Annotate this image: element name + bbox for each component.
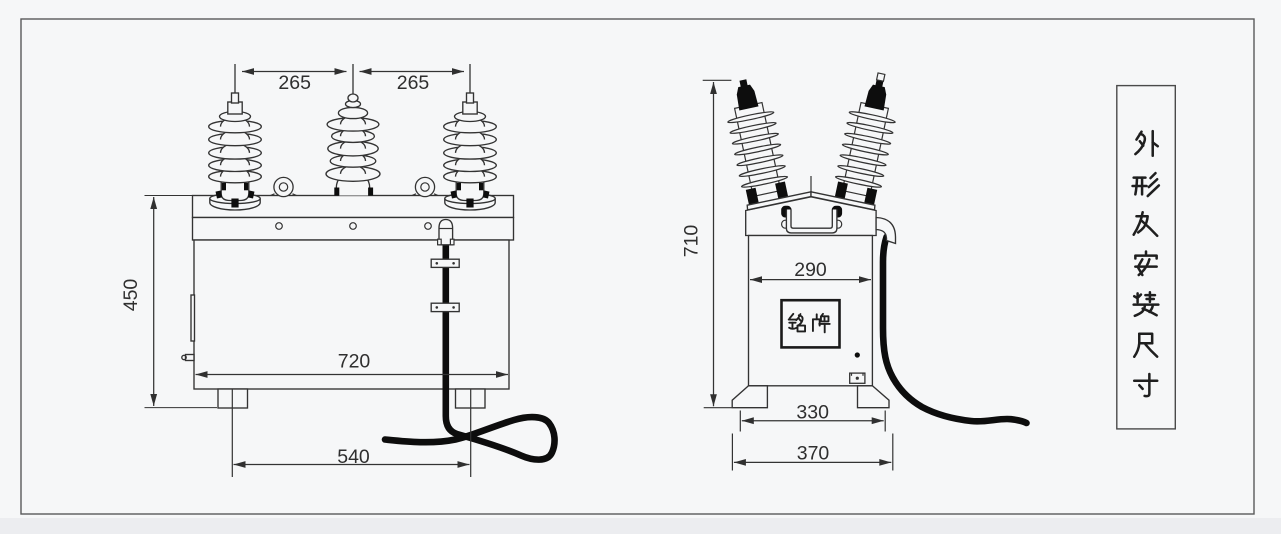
- svg-text:265: 265: [397, 72, 430, 94]
- svg-text:720: 720: [338, 351, 371, 373]
- svg-text:540: 540: [337, 446, 370, 468]
- svg-text:710: 710: [681, 225, 703, 258]
- svg-text:330: 330: [796, 402, 829, 424]
- svg-text:290: 290: [794, 259, 827, 281]
- svg-text:370: 370: [797, 443, 830, 465]
- svg-text:450: 450: [120, 279, 142, 312]
- svg-text:265: 265: [278, 72, 311, 94]
